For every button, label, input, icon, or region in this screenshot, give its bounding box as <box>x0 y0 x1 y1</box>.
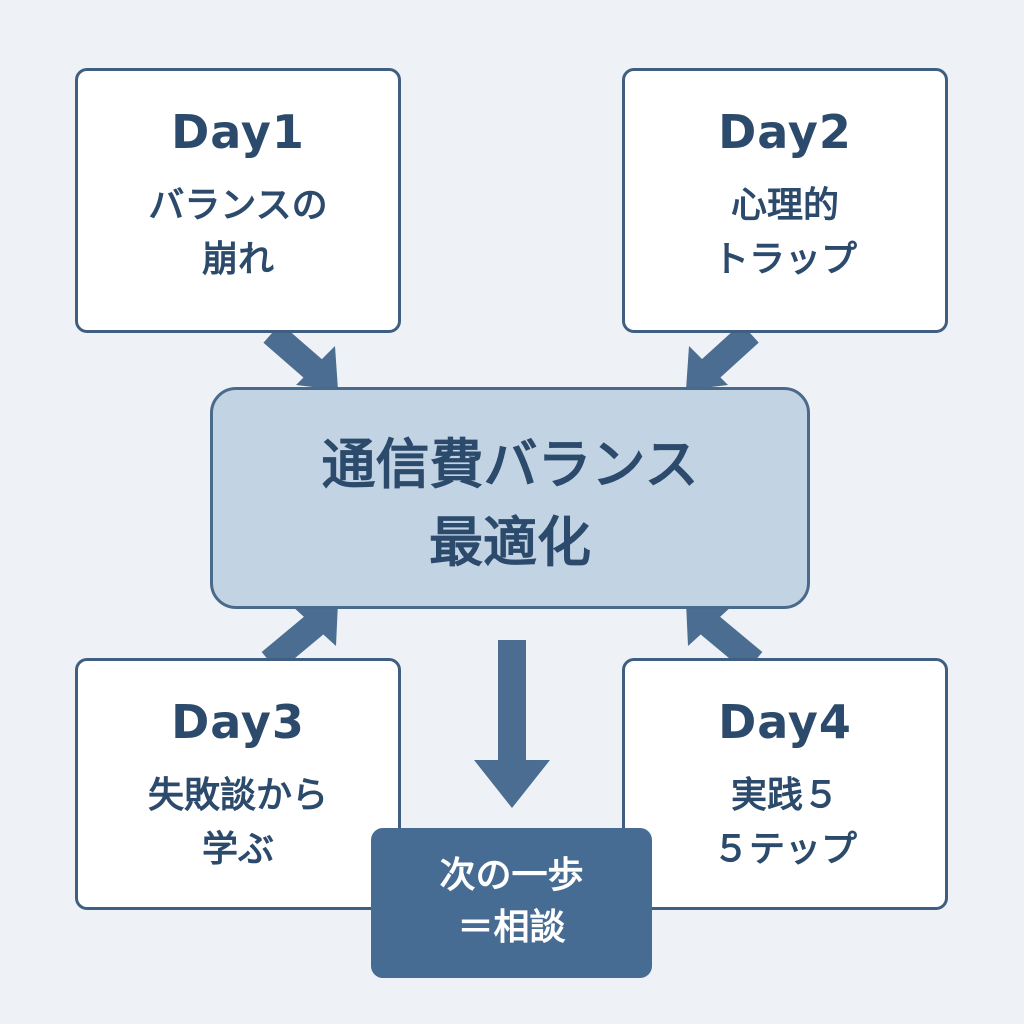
arrow-center-to-next-head <box>474 760 550 808</box>
day2-topic-line1: 心理的 <box>730 185 839 226</box>
day3-label: Day3 <box>171 695 305 749</box>
day2-label: Day2 <box>718 105 852 159</box>
next-step-line2: ＝相談 <box>457 907 566 949</box>
arrow-day4-head <box>686 602 732 646</box>
arrow-day4-to-center <box>697 612 763 672</box>
day1-topic-line1: バランスの <box>148 185 328 226</box>
arrow-day1-head <box>296 346 338 390</box>
arrow-day2-to-center <box>697 323 759 383</box>
center-title: 通信費バランス 最適化 <box>213 426 807 583</box>
day3-box: Day3 失敗談から 学ぶ <box>75 658 401 910</box>
day2-topic-line2: トラップ <box>712 239 857 280</box>
day1-box: Day1 バランスの 崩れ <box>75 68 401 333</box>
day3-topic-line1: 失敗談から <box>147 775 328 816</box>
center-title-line2: 最適化 <box>429 511 591 575</box>
day2-box: Day2 心理的 トラップ <box>622 68 948 333</box>
day4-topic-line1: 実践５ <box>730 775 839 816</box>
day1-topic-line2: 崩れ <box>201 239 274 280</box>
next-step-line1: 次の一歩 <box>439 855 584 896</box>
day4-topic-line2: ５テップ <box>712 829 857 870</box>
day4-topic: 実践５ ５テップ <box>625 769 945 877</box>
arrow-day1-to-center <box>263 323 327 383</box>
arrow-center-to-next-shaft <box>498 640 526 764</box>
arrow-day3-head <box>292 602 338 646</box>
day2-topic: 心理的 トラップ <box>625 179 945 287</box>
day4-box: Day4 実践５ ５テップ <box>622 658 948 910</box>
day4-label: Day4 <box>718 695 852 749</box>
center-title-line1: 通信費バランス <box>321 433 699 496</box>
arrow-day3-to-center <box>261 612 327 672</box>
center-topic-box: 通信費バランス 最適化 <box>210 387 810 609</box>
next-step-box: 次の一歩 ＝相談 <box>371 828 652 978</box>
day1-topic: バランスの 崩れ <box>78 179 398 287</box>
day3-topic-line2: 学ぶ <box>201 829 274 870</box>
day1-label: Day1 <box>171 105 305 159</box>
arrow-day2-head <box>686 346 728 390</box>
day3-topic: 失敗談から 学ぶ <box>78 769 398 877</box>
